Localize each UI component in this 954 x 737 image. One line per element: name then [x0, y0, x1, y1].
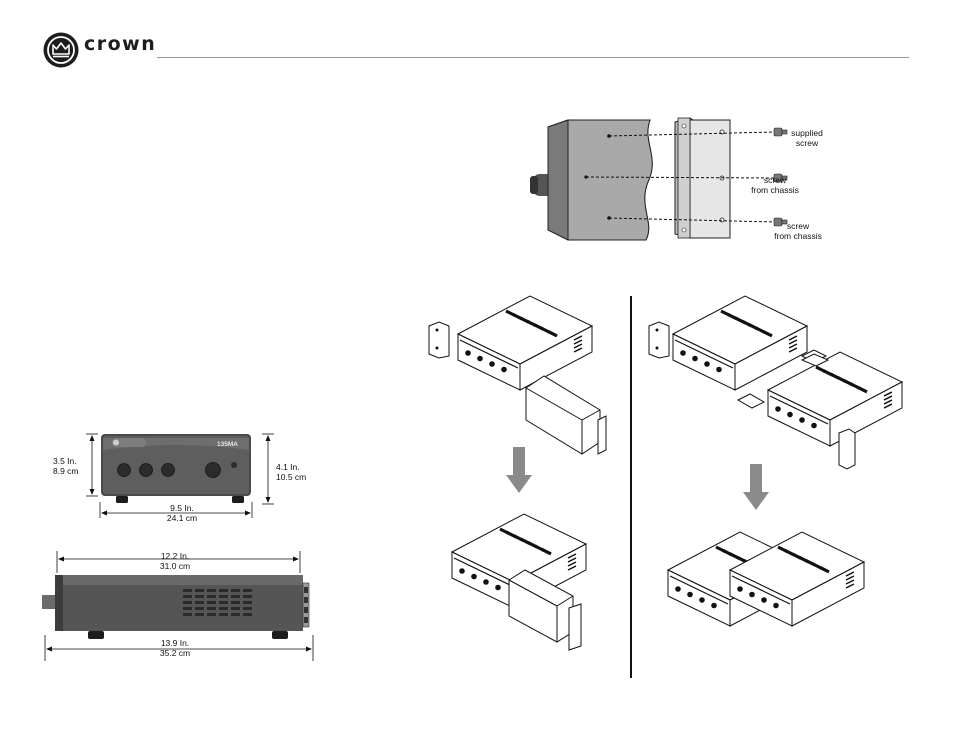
down-arrow-icon [505, 445, 533, 495]
side-depth-bottom-label: 13.9 In.35.2 cm [150, 638, 200, 658]
front-height-right-label: 4.1 In.10.5 cm [276, 462, 306, 482]
header-rule [157, 57, 909, 58]
crown-emblem-icon [42, 31, 80, 69]
front-height-left-label: 3.5 In.8.9 cm [53, 456, 79, 476]
model-badge: 135MA [217, 440, 238, 450]
down-arrow-icon [742, 462, 770, 512]
brand-wordmark: crown [84, 33, 156, 55]
side-depth-top-label: 12.2 In.31.0 cm [150, 551, 200, 571]
divider-line [630, 296, 632, 678]
front-width-label: 9.5 In.24.1 cm [152, 503, 212, 523]
